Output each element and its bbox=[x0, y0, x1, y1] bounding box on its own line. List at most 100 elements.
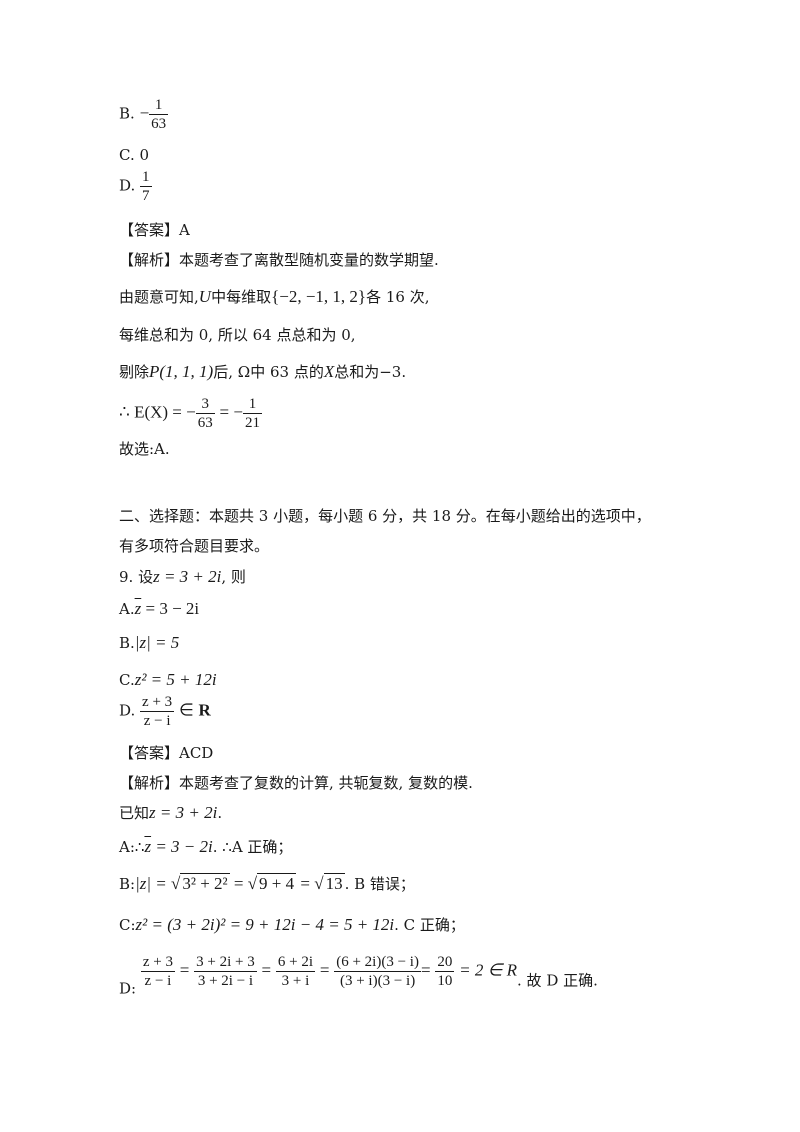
math-point: P(1, 1, 1) bbox=[149, 362, 214, 381]
text: 中每维取 bbox=[211, 288, 272, 306]
radicand: 13 bbox=[323, 873, 345, 893]
option-label: B. bbox=[119, 104, 135, 123]
denominator: 63 bbox=[149, 114, 169, 132]
math-expr: z² = 5 + 12i bbox=[134, 670, 217, 689]
numerator: 3 + 2i + 3 bbox=[196, 954, 255, 970]
math-expr: = √ bbox=[229, 874, 258, 893]
q8-analysis-line-1: 由题意可知,U中每维取{−2, −1, 1, 2}各 16 次, bbox=[119, 287, 429, 307]
text: 各 16 次, bbox=[366, 288, 430, 306]
text: 总和为−3. bbox=[334, 363, 407, 381]
q9-analysis-c: C:z² = (3 + 2i)² = 9 + 12i − 4 = 5 + 12i… bbox=[119, 915, 465, 935]
q8-analysis-intro: 【解析】本题考查了离散型随机变量的数学期望. bbox=[119, 251, 439, 269]
q9-analysis-intro: 【解析】本题考查了复数的计算, 共轭复数, 复数的模. bbox=[119, 774, 473, 792]
q8-analysis-line-3: 剔除P(1, 1, 1)后, Ω中 63 点的X总和为−3. bbox=[119, 362, 406, 382]
text: . C 正确； bbox=[394, 916, 465, 934]
q9-answer: 【答案】ACD bbox=[119, 744, 214, 762]
denominator: 3 + i bbox=[275, 971, 316, 990]
math-var: X bbox=[323, 362, 335, 381]
text: . bbox=[217, 804, 223, 822]
text: C: bbox=[119, 916, 136, 934]
math-expr: z = 3 + 2i bbox=[149, 803, 218, 822]
math-expr: = 3 − 2i bbox=[151, 837, 213, 856]
text: B: bbox=[119, 875, 136, 893]
denominator: 3 + 2i − i bbox=[194, 971, 257, 990]
fraction: (6 + 2i)(3 − i)(3 + i)(3 − i) bbox=[334, 953, 421, 990]
text: 后, Ω中 63 点的 bbox=[213, 363, 324, 381]
option-label: B. bbox=[119, 634, 135, 652]
option-label: A. bbox=[119, 600, 135, 618]
section-2-heading-line-2: 有多项符合题目要求。 bbox=[119, 537, 270, 555]
numerator: 1 bbox=[142, 169, 150, 185]
text: , 则 bbox=[221, 568, 246, 586]
denominator: z − i bbox=[140, 711, 175, 730]
math-expr: = 3 − 2i bbox=[141, 599, 200, 618]
text: 剔除 bbox=[119, 363, 150, 381]
q9-option-c: C.z² = 5 + 12i bbox=[119, 670, 217, 690]
radicand: 9 + 4 bbox=[257, 873, 297, 893]
text: 9. 设 bbox=[119, 568, 154, 586]
q8-answer: 【答案】A bbox=[119, 221, 190, 239]
equals-sign: = bbox=[261, 960, 272, 980]
text: . B 错误； bbox=[344, 875, 415, 893]
option-label: D. bbox=[119, 701, 136, 720]
numerator: 1 bbox=[248, 396, 257, 412]
text: . 故 D 正确. bbox=[517, 971, 598, 990]
math-conjugate: z bbox=[134, 599, 142, 618]
math-expr: |z| = 5 bbox=[134, 633, 180, 652]
section-2-heading-line-1: 二、选择题：本题共 3 小题，每小题 6 分，共 18 分。在每小题给出的选项中… bbox=[119, 507, 651, 525]
option-label: C. bbox=[119, 671, 135, 689]
q8-option-c: C. 0 bbox=[119, 146, 150, 164]
q9-option-a: A.z = 3 − 2i bbox=[119, 599, 199, 619]
numerator: z + 3 bbox=[142, 694, 173, 710]
option-label: D. bbox=[119, 176, 136, 195]
math-text: = − bbox=[219, 402, 243, 422]
math-expr: = 2 ∈ R bbox=[459, 960, 518, 980]
math-expr: z = 3 + 2i bbox=[153, 567, 222, 586]
equals-sign: = bbox=[420, 960, 431, 980]
numerator: (6 + 2i)(3 − i) bbox=[336, 954, 419, 970]
math-expr: z² = (3 + 2i)² = 9 + 12i − 4 = 5 + 12i bbox=[135, 915, 395, 934]
equals-sign: = bbox=[319, 960, 330, 980]
math-set: {−2, −1, 1, 2} bbox=[271, 287, 367, 306]
denominator: 7 bbox=[140, 186, 152, 204]
math-conjugate: z bbox=[144, 837, 152, 856]
text: 由题意可知, bbox=[119, 288, 199, 306]
numerator: 3 bbox=[201, 396, 209, 412]
text: D: bbox=[119, 979, 137, 998]
denominator: (3 + i)(3 − i) bbox=[334, 971, 421, 990]
q9-analysis-a: A:∴z = 3 − 2i. ∴A 正确； bbox=[119, 837, 292, 857]
q9-option-b: B.|z| = 5 bbox=[119, 633, 179, 653]
q9-analysis-b: B:|z| = √3² + 2² = √9 + 4 = √13. B 错误； bbox=[119, 873, 415, 894]
equals-sign: = bbox=[179, 960, 190, 980]
q8-analysis-line-2: 每维总和为 0, 所以 64 点总和为 0, bbox=[119, 326, 356, 344]
text: A:∴ bbox=[119, 838, 145, 856]
radicand: 3² + 2² bbox=[180, 873, 230, 893]
math-var: U bbox=[198, 287, 212, 306]
math-text: ∴ E(X) = − bbox=[119, 402, 196, 422]
denominator: z − i bbox=[140, 971, 175, 990]
denominator: 21 bbox=[242, 413, 262, 431]
text: 已知 bbox=[119, 804, 150, 822]
numerator: 20 bbox=[437, 954, 453, 970]
numerator: 6 + 2i bbox=[277, 954, 314, 970]
math-expr: = √ bbox=[296, 874, 324, 893]
denominator: 10 bbox=[435, 971, 455, 989]
real-numbers-symbol: R bbox=[198, 700, 211, 720]
minus-sign: − bbox=[139, 103, 150, 123]
q8-conclusion: 故选:A. bbox=[119, 440, 170, 458]
numerator: 1 bbox=[154, 97, 163, 113]
